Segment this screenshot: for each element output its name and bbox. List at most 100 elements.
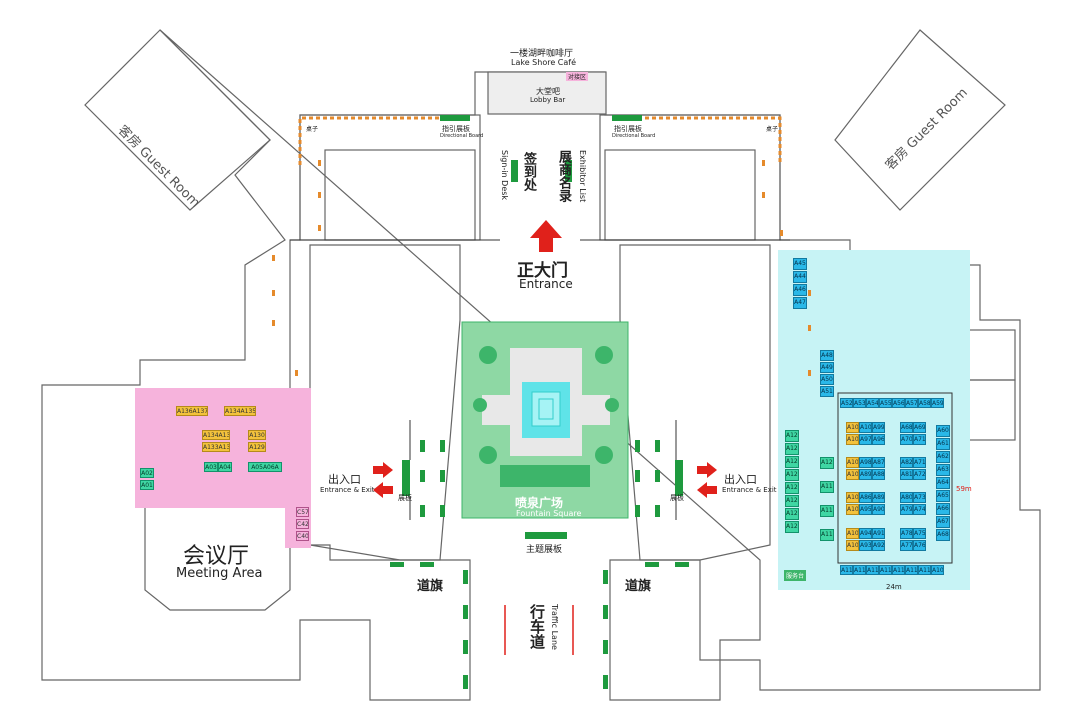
- booth-A81[interactable]: A81: [900, 469, 913, 480]
- booth-A100[interactable]: A100: [859, 422, 872, 433]
- booth-A48[interactable]: A48: [820, 350, 834, 361]
- booth-A112[interactable]: A112: [892, 565, 905, 575]
- booth-A02[interactable]: A02: [140, 468, 154, 478]
- booth-A80[interactable]: A80: [900, 492, 913, 503]
- booth-A134A135[interactable]: A134A135: [224, 406, 256, 416]
- booth-A44[interactable]: A44: [793, 271, 807, 283]
- booth-A99[interactable]: A99: [872, 422, 885, 433]
- booth-A98[interactable]: A98: [859, 457, 872, 468]
- booth-A113[interactable]: A113: [879, 565, 892, 575]
- booth-A76[interactable]: A76: [913, 540, 926, 551]
- booth-A49[interactable]: A49: [820, 362, 834, 373]
- fountain-square: [461, 321, 629, 539]
- booth-A73[interactable]: A73: [913, 492, 926, 503]
- booth-A65[interactable]: A65: [936, 490, 950, 502]
- booth-A94[interactable]: A94: [859, 528, 872, 539]
- booth-A67[interactable]: A67: [936, 516, 950, 528]
- booth-A47[interactable]: A47: [793, 297, 807, 309]
- booth-A118[interactable]: A118: [820, 505, 834, 517]
- booth-A53[interactable]: A53: [853, 398, 866, 408]
- booth-A107[interactable]: A107: [846, 528, 859, 539]
- booth-A92[interactable]: A92: [872, 540, 885, 551]
- booth-A106[interactable]: A106: [846, 504, 859, 515]
- booth-A93[interactable]: A93: [859, 540, 872, 551]
- booth-A74[interactable]: A74: [913, 504, 926, 515]
- booth-A66[interactable]: A66: [936, 503, 950, 515]
- booth-A68[interactable]: A68: [936, 529, 950, 541]
- booth-A126[interactable]: A126: [785, 495, 799, 507]
- booth-A108[interactable]: A108: [846, 540, 859, 551]
- booth-A70[interactable]: A70: [900, 434, 913, 445]
- booth-A123[interactable]: A123: [785, 456, 799, 468]
- booth-A120[interactable]: A120: [820, 457, 834, 469]
- booth-A51[interactable]: A51: [820, 386, 834, 397]
- booth-A101[interactable]: A101: [846, 422, 859, 433]
- booth-A102[interactable]: A102: [846, 434, 859, 445]
- booth-A45[interactable]: A45: [793, 258, 807, 270]
- booth-A127[interactable]: A127: [785, 508, 799, 520]
- booth-A109[interactable]: A109: [931, 565, 944, 575]
- booth-C42[interactable]: C42: [296, 519, 309, 529]
- booth-A117[interactable]: A117: [820, 529, 834, 541]
- booth-A01[interactable]: A01: [140, 480, 154, 490]
- booth-A115[interactable]: A115: [853, 565, 866, 575]
- booth-A105[interactable]: A105: [846, 492, 859, 503]
- booth-A55[interactable]: A55: [879, 398, 892, 408]
- booth-A58[interactable]: A58: [918, 398, 931, 408]
- booth-A89[interactable]: A89: [859, 469, 872, 480]
- booth-A111[interactable]: A111: [905, 565, 918, 575]
- booth-A64[interactable]: A64: [936, 477, 950, 489]
- booth-A75[interactable]: A75: [913, 528, 926, 539]
- booth-A61[interactable]: A61: [936, 438, 950, 450]
- booth-A87[interactable]: A87: [872, 457, 885, 468]
- booth-A96[interactable]: A96: [872, 434, 885, 445]
- booth-A50[interactable]: A50: [820, 374, 834, 385]
- booth-A97[interactable]: A97: [859, 434, 872, 445]
- booth-A91[interactable]: A91: [872, 528, 885, 539]
- booth-A95[interactable]: A95: [859, 504, 872, 515]
- booth-A04[interactable]: A04: [218, 462, 232, 472]
- booth-A78[interactable]: A78: [900, 528, 913, 539]
- booth-A52[interactable]: A52: [840, 398, 853, 408]
- booth-A133A132[interactable]: A133A132: [202, 442, 230, 452]
- booth-A71[interactable]: A71: [913, 457, 926, 468]
- booth-A59[interactable]: A59: [931, 398, 944, 408]
- booth-A119[interactable]: A119: [820, 481, 834, 493]
- booth-A77[interactable]: A77: [900, 540, 913, 551]
- booth-A60[interactable]: A60: [936, 425, 950, 437]
- booth-C57[interactable]: C57: [296, 507, 309, 517]
- booth-A110[interactable]: A110: [918, 565, 931, 575]
- booth-A05A06A[interactable]: A05A06A: [248, 462, 282, 472]
- booth-A79[interactable]: A79: [900, 504, 913, 515]
- booth-A88[interactable]: A88: [872, 469, 885, 480]
- booth-A134A131[interactable]: A134A131: [202, 430, 230, 440]
- booth-A130[interactable]: A130: [248, 430, 266, 440]
- booth-A68[interactable]: A68: [900, 422, 913, 433]
- booth-A56[interactable]: A56: [892, 398, 905, 408]
- booth-A124[interactable]: A124: [785, 469, 799, 481]
- booth-A46[interactable]: A46: [793, 284, 807, 296]
- booth-A82[interactable]: A82: [900, 457, 913, 468]
- booth-A62[interactable]: A62: [936, 451, 950, 463]
- booth-A57[interactable]: A57: [905, 398, 918, 408]
- booth-A125[interactable]: A125: [785, 482, 799, 494]
- booth-A103[interactable]: A103: [846, 457, 859, 468]
- booth-A54[interactable]: A54: [866, 398, 879, 408]
- booth-A03[interactable]: A03: [204, 462, 218, 472]
- booth-A104[interactable]: A104: [846, 469, 859, 480]
- booth-A71[interactable]: A71: [913, 434, 926, 445]
- booth-A114[interactable]: A114: [866, 565, 879, 575]
- booth-A121[interactable]: A121: [785, 430, 799, 442]
- booth-A69[interactable]: A69: [913, 422, 926, 433]
- booth-A86[interactable]: A86: [859, 492, 872, 503]
- booth-A128[interactable]: A128: [785, 521, 799, 533]
- booth-A136A137[interactable]: A136A137: [176, 406, 208, 416]
- booth-C40[interactable]: C40: [296, 531, 309, 541]
- booth-A129[interactable]: A129: [248, 442, 266, 452]
- booth-A90[interactable]: A90: [872, 504, 885, 515]
- booth-A63[interactable]: A63: [936, 464, 950, 476]
- booth-A116[interactable]: A116: [840, 565, 853, 575]
- booth-A89[interactable]: A89: [872, 492, 885, 503]
- booth-A122[interactable]: A122: [785, 443, 799, 455]
- booth-A72[interactable]: A72: [913, 469, 926, 480]
